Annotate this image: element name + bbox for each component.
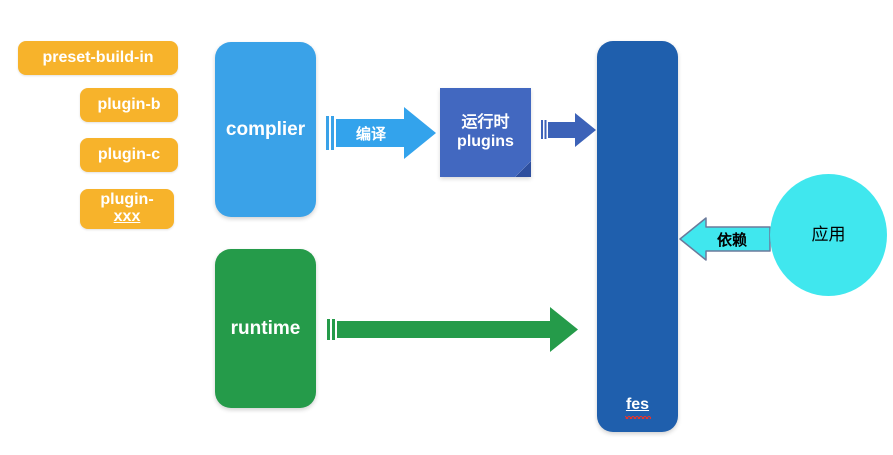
app-label: 应用 [811, 225, 846, 245]
complier-label: complier [225, 118, 306, 140]
runtime-plugins-line2: plugins [457, 132, 514, 150]
depends-label-text: 依赖 [716, 231, 747, 249]
runtime-box[interactable]: runtime [215, 249, 316, 408]
plugin-chip-label-line2: xxx [113, 208, 141, 225]
fes-box[interactable]: fes [597, 41, 678, 432]
folded-corner-icon [515, 161, 531, 177]
plugin-chip-label-line1: plugin- [100, 191, 154, 209]
fes-label: fes [624, 395, 652, 420]
plugin-chip-preset-build-in[interactable]: preset-build-in [18, 41, 178, 75]
compile-label-text: 编译 [355, 125, 386, 143]
plugin-chip-plugin-b[interactable]: plugin-b [80, 88, 178, 122]
runtime-plugins-line1: 运行时 [461, 113, 510, 131]
runtime-plugins-note[interactable]: 运行时 plugins [440, 88, 531, 177]
plugin-chip-plugin-c[interactable]: plugin-c [80, 138, 178, 172]
runtime-to-fes-arrow[interactable] [327, 307, 578, 352]
plugin-chip-label: plugin-b [97, 95, 161, 113]
runtime-label: runtime [230, 317, 301, 339]
plugin-chip-label: plugin-c [97, 145, 161, 163]
plugin-chip-label: preset-build-in [42, 48, 154, 66]
plugins-to-fes-arrow[interactable] [541, 113, 596, 147]
complier-box[interactable]: complier [215, 42, 316, 217]
plugin-chip-plugin-xxx[interactable]: plugin- xxx [80, 189, 174, 229]
compile-arrow-label: 编译 [340, 119, 402, 147]
depends-arrow-label: 依赖 [703, 225, 761, 253]
app-ellipse[interactable]: 应用 [770, 174, 887, 296]
compile-arrow[interactable] [326, 107, 436, 159]
